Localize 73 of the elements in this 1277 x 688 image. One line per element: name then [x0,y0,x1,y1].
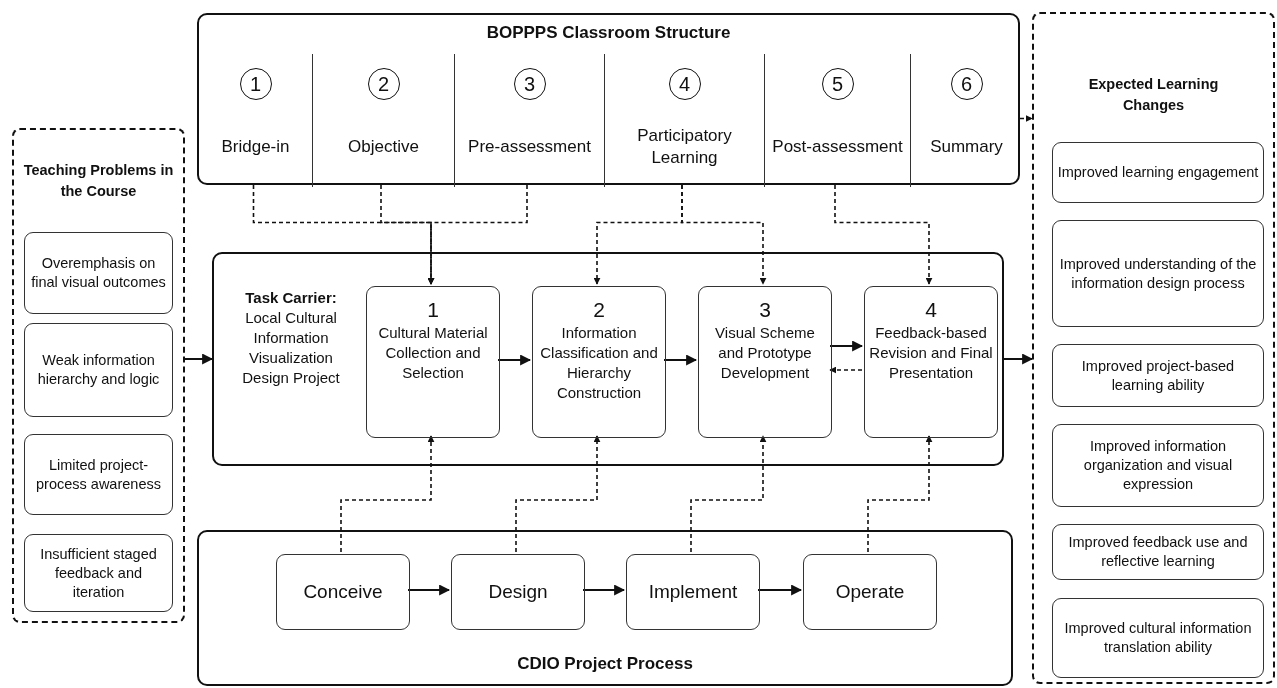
dashed-arrow [690,435,767,553]
task-panel [212,252,1004,466]
structure-panel [197,13,1020,185]
problem-text: Insufficient staged feedback and iteration [39,544,158,602]
dashed-arrow [1019,115,1033,122]
stage-label: Summary [929,135,1004,158]
outcome-text: Improved understanding of the information design process [1058,254,1258,293]
dashed-arrow [515,435,601,553]
problem-text: Limited project-process awareness [35,455,162,494]
arrow [1003,353,1034,365]
task-step-box [532,286,666,438]
dashed-panel [12,128,185,623]
problem-box [24,323,173,417]
dashed-arrow [681,184,767,285]
task-carrier-text: Task Carrier: Local Cultural Information Visualization Design Project [241,288,341,388]
dashed-arrow [829,366,863,374]
phase-box [451,554,585,630]
dashed-panel [1032,12,1275,684]
panel-title: Teaching Problems in the Course [22,161,175,201]
panel-title: Expected Learning Changes [1087,75,1220,115]
problem-box [24,534,173,612]
arrow [582,584,626,596]
task-step-box [864,286,998,438]
problem-box [24,232,173,314]
problem-text: Weak information hierarchy and logic [36,351,161,389]
outcome-text: Improved project-based learning ability [1080,356,1236,395]
step-label: Visual Scheme and Prototype Development [714,323,816,383]
dashed-arrow [427,184,528,285]
outcome-box [1052,598,1264,678]
arrow [497,354,532,366]
stage-label: Objective [347,135,420,158]
task-step-box [366,286,500,438]
outcome-box [1052,220,1264,327]
outcome-box [1052,524,1264,580]
phase-label: Implement [648,581,738,603]
step-label: Cultural Material Collection and Selection [377,323,489,383]
step-label: Information Classification and Hierarchy Construction [539,323,659,403]
outcome-text: Improved learning engagement [1057,163,1259,182]
panel-title: BOPPPS Classroom Structure [486,23,731,43]
stage-label: Pre-assessment [467,135,592,158]
stage-label: Post-assessment [771,135,904,158]
dashed-arrow [340,435,435,553]
process-panel [197,530,1013,686]
panel-title: CDIO Project Process [517,654,693,674]
outcome-text: Improved information organization and visual expression [1082,437,1234,494]
outcome-text: Improved feedback use and reflective learning [1067,533,1249,571]
dashed-arrow [834,184,933,285]
stage-label: Bridge-in [220,135,291,158]
dashed-arrow [867,435,933,553]
step-number: 3 [759,297,771,323]
arrow [184,353,214,365]
problem-text: Overemphasis on final visual outcomes [30,254,167,292]
phase-label: Operate [835,581,905,603]
phase-box [803,554,937,630]
arrow [407,584,451,596]
problem-box [24,434,173,515]
outcome-text: Improved cultural information translation ability [1063,619,1253,657]
stage-label: Participatory Learning [636,124,733,169]
arrow [663,354,698,366]
arrow [757,584,803,596]
step-number: 2 [593,297,605,323]
phase-label: Design [488,581,548,603]
step-number: 4 [925,297,937,323]
task-step-box [698,286,832,438]
phase-label: Conceive [303,581,383,603]
phase-box [276,554,410,630]
step-number: 1 [427,297,439,323]
outcome-box [1052,142,1264,203]
outcome-box [1052,344,1264,407]
arrow [829,340,864,352]
outcome-box [1052,424,1264,507]
phase-box [626,554,760,630]
step-label: Feedback-based Revision and Final Presentation [868,323,994,383]
